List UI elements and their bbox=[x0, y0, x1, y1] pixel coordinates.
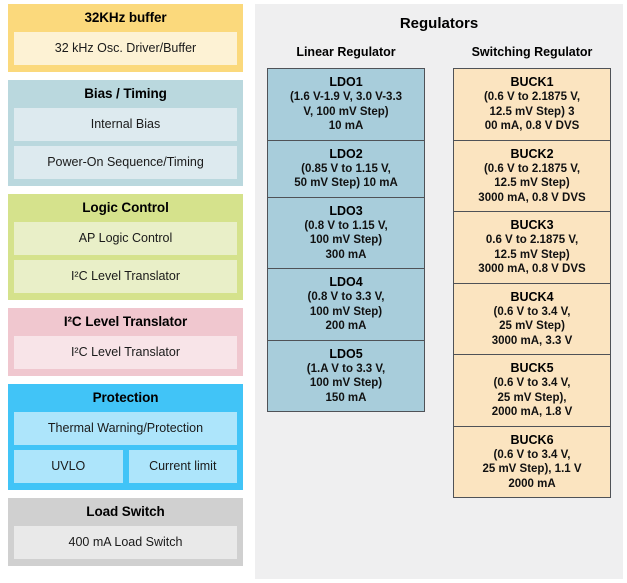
block-i2c-level-translator[interactable]: I²C Level Translator I²C Level Translato… bbox=[8, 308, 243, 376]
regulator-cell-ldo3[interactable]: LDO3 (0.8 V to 1.15 V, 100 mV Step) 300 … bbox=[268, 198, 424, 269]
regulator-spec: (0.6 V to 3.4 V, 25 mV Step), 2000 mA, 1… bbox=[491, 377, 573, 418]
regulator-cell-buck5[interactable]: BUCK5 (0.6 V to 3.4 V, 25 mV Step), 2000… bbox=[454, 355, 610, 427]
sub-block-osc-driver-buffer[interactable]: 32 kHz Osc. Driver/Buffer bbox=[14, 32, 237, 65]
column-linear-regulator: Linear Regulator LDO1 (1.6 V-1.9 V, 3.0 … bbox=[267, 44, 425, 412]
regulator-spec: (0.6 V to 2.1875 V, 12.5 mV Step) 3 00 m… bbox=[483, 91, 581, 132]
protection-sub-row: UVLO Current limit bbox=[14, 450, 237, 483]
sub-block-400ma-load-switch[interactable]: 400 mA Load Switch bbox=[14, 526, 237, 559]
regulator-name: BUCK2 bbox=[510, 146, 554, 161]
regulator-name: BUCK3 bbox=[510, 218, 554, 232]
regulator-spec: 0.6 V to 2.1875 V, 12.5 mV Step) 3000 mA… bbox=[478, 234, 586, 275]
linear-regulator-stack: LDO1 (1.6 V-1.9 V, 3.0 V-3.3 V, 100 mV S… bbox=[267, 68, 425, 412]
regulator-spec: (0.8 V to 3.3 V, 100 mV Step) 200 mA bbox=[307, 291, 385, 332]
sub-block-ap-logic-control[interactable]: AP Logic Control bbox=[14, 222, 237, 255]
regulator-name: LDO5 bbox=[329, 346, 363, 361]
sub-block-i2c-level-translator[interactable]: I²C Level Translator bbox=[14, 260, 237, 293]
regulator-name: BUCK4 bbox=[510, 289, 554, 304]
regulator-name: BUCK6 bbox=[510, 432, 554, 447]
regulator-columns: Linear Regulator LDO1 (1.6 V-1.9 V, 3.0 … bbox=[267, 44, 611, 498]
regulator-name: BUCK5 bbox=[510, 361, 554, 375]
regulator-cell-ldo4[interactable]: LDO4 (0.8 V to 3.3 V, 100 mV Step) 200 m… bbox=[268, 269, 424, 341]
block-32khz-buffer[interactable]: 32KHz buffer 32 kHz Osc. Driver/Buffer bbox=[8, 4, 243, 72]
block-title: Bias / Timing bbox=[84, 86, 167, 101]
column-heading-switching-regulator: Switching Regulator bbox=[471, 45, 593, 59]
regulator-cell-buck1[interactable]: BUCK1 (0.6 V to 2.1875 V, 12.5 mV Step) … bbox=[454, 69, 610, 141]
regulators-panel-title: Regulators bbox=[399, 15, 479, 32]
regulator-cell-buck4[interactable]: BUCK4 (0.6 V to 3.4 V, 25 mV Step) 3000 … bbox=[454, 284, 610, 355]
regulator-spec: (0.8 V to 1.15 V, 100 mV Step) 300 mA bbox=[304, 219, 388, 261]
sub-block-uvlo[interactable]: UVLO bbox=[14, 450, 123, 483]
block-title: I²C Level Translator bbox=[63, 314, 188, 329]
regulator-name: LDO4 bbox=[329, 275, 363, 289]
block-title: Protection bbox=[92, 390, 159, 405]
regulator-cell-buck2[interactable]: BUCK2 (0.6 V to 2.1875 V, 12.5 mV Step) … bbox=[454, 141, 610, 212]
sub-block-thermal-warning-protection[interactable]: Thermal Warning/Protection bbox=[14, 412, 237, 445]
block-load-switch[interactable]: Load Switch 400 mA Load Switch bbox=[8, 498, 243, 566]
regulator-cell-buck3[interactable]: BUCK3 0.6 V to 2.1875 V, 12.5 mV Step) 3… bbox=[454, 212, 610, 284]
regulator-spec: (0.6 V to 2.1875 V, 12.5 mV Step) 3000 m… bbox=[478, 162, 586, 204]
regulators-panel: Regulators Linear Regulator LDO1 (1.6 V-… bbox=[255, 4, 623, 579]
regulator-spec: (0.6 V to 3.4 V, 25 mV Step), 1.1 V 2000… bbox=[482, 448, 582, 490]
regulator-name: BUCK1 bbox=[510, 75, 554, 89]
sub-block-i2c-level-translator[interactable]: I²C Level Translator bbox=[14, 336, 237, 369]
sub-block-current-limit[interactable]: Current limit bbox=[128, 450, 237, 483]
block-title: Load Switch bbox=[86, 504, 165, 519]
regulator-spec: (1.A V to 3.3 V, 100 mV Step) 150 mA bbox=[306, 362, 386, 404]
block-logic-control[interactable]: Logic Control AP Logic Control I²C Level… bbox=[8, 194, 243, 300]
block-bias-timing[interactable]: Bias / Timing Internal Bias Power-On Seq… bbox=[8, 80, 243, 186]
block-title: Logic Control bbox=[82, 200, 169, 215]
column-heading-linear-regulator: Linear Regulator bbox=[296, 45, 396, 59]
regulator-name: LDO2 bbox=[329, 146, 363, 161]
regulator-cell-ldo2[interactable]: LDO2 (0.85 V to 1.15 V, 50 mV Step) 10 m… bbox=[268, 141, 424, 198]
regulator-cell-ldo1[interactable]: LDO1 (1.6 V-1.9 V, 3.0 V-3.3 V, 100 mV S… bbox=[268, 69, 424, 141]
sub-block-internal-bias[interactable]: Internal Bias bbox=[14, 108, 237, 141]
left-block-column: 32KHz buffer 32 kHz Osc. Driver/Buffer B… bbox=[0, 0, 247, 583]
block-protection[interactable]: Protection Thermal Warning/Protection UV… bbox=[8, 384, 243, 490]
sub-block-power-on-sequence-timing[interactable]: Power-On Sequence/Timing bbox=[14, 146, 237, 179]
regulator-spec: (0.6 V to 3.4 V, 25 mV Step) 3000 mA, 3.… bbox=[491, 305, 573, 347]
column-switching-regulator: Switching Regulator BUCK1 (0.6 V to 2.18… bbox=[453, 44, 611, 498]
switching-regulator-stack: BUCK1 (0.6 V to 2.1875 V, 12.5 mV Step) … bbox=[453, 68, 611, 498]
block-title: 32KHz buffer bbox=[84, 10, 167, 25]
regulator-spec: (1.6 V-1.9 V, 3.0 V-3.3 V, 100 mV Step) … bbox=[289, 91, 403, 132]
regulator-name: LDO3 bbox=[329, 203, 363, 218]
regulator-cell-ldo5[interactable]: LDO5 (1.A V to 3.3 V, 100 mV Step) 150 m… bbox=[268, 341, 424, 412]
regulator-cell-buck6[interactable]: BUCK6 (0.6 V to 3.4 V, 25 mV Step), 1.1 … bbox=[454, 427, 610, 498]
regulator-spec: (0.85 V to 1.15 V, 50 mV Step) 10 mA bbox=[294, 162, 398, 190]
regulator-name: LDO1 bbox=[329, 75, 363, 89]
